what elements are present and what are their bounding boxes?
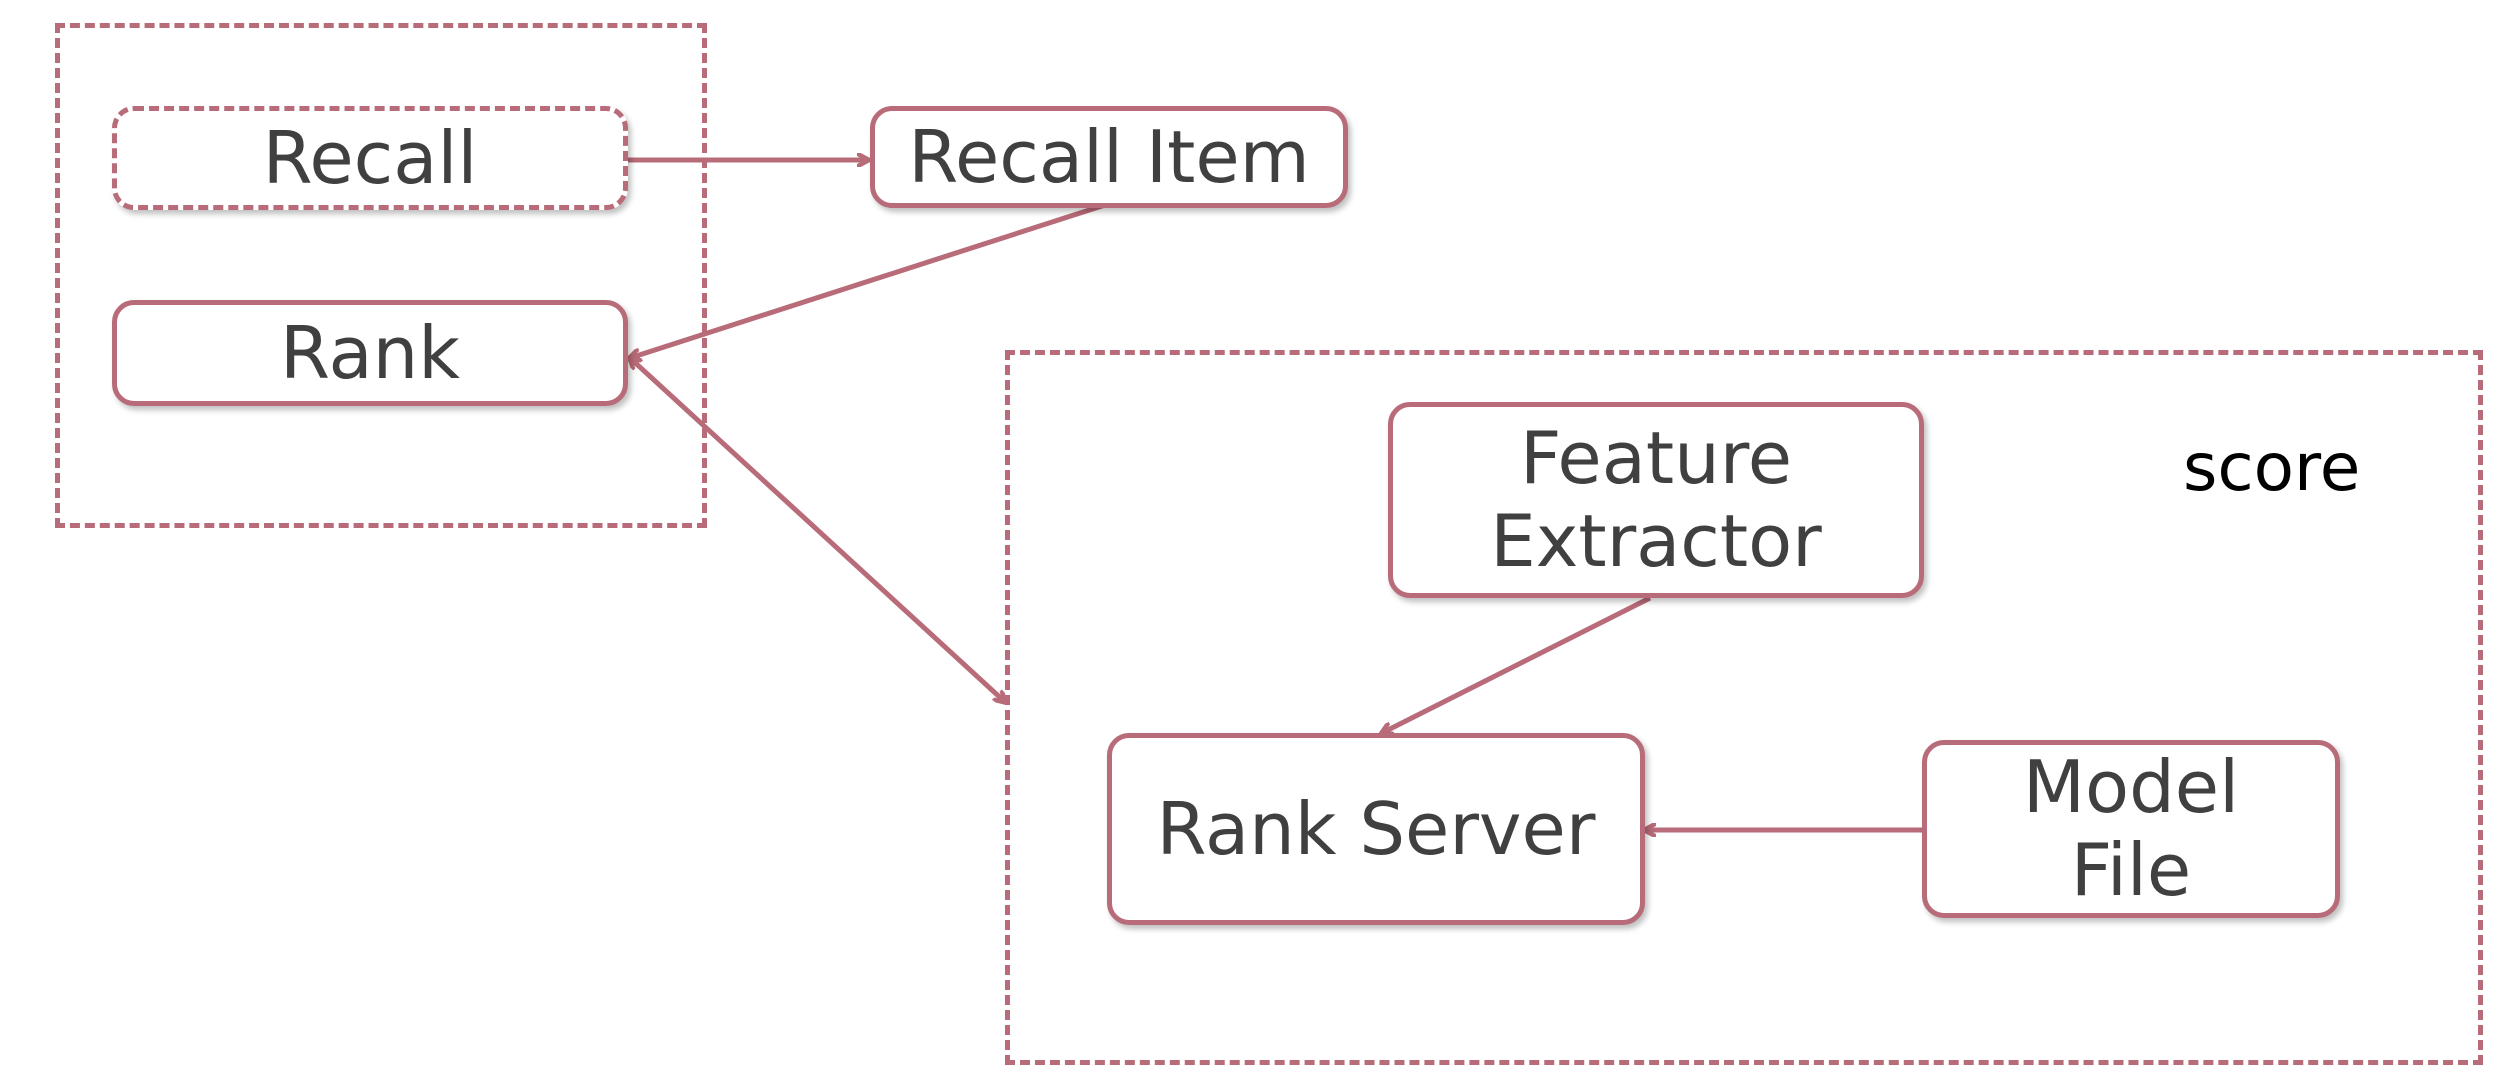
recall-item-node: Recall Item [870,106,1348,208]
recall-node: Recall [112,106,628,210]
rank-server-node: Rank Server [1107,733,1645,925]
arrow-rank-score-bidirectional [630,358,1005,702]
recall-rank-group [55,23,707,528]
feature-extractor-node: Feature Extractor [1388,402,1924,598]
model-file-node: Model File [1922,740,2340,918]
arrow-recall-item-to-rank [630,202,1106,358]
score-label: score [2183,429,2361,506]
rank-node: Rank [112,300,628,406]
arrow-feature-extractor-to-rank-server [1382,595,1652,733]
score-group [1005,350,2483,1065]
